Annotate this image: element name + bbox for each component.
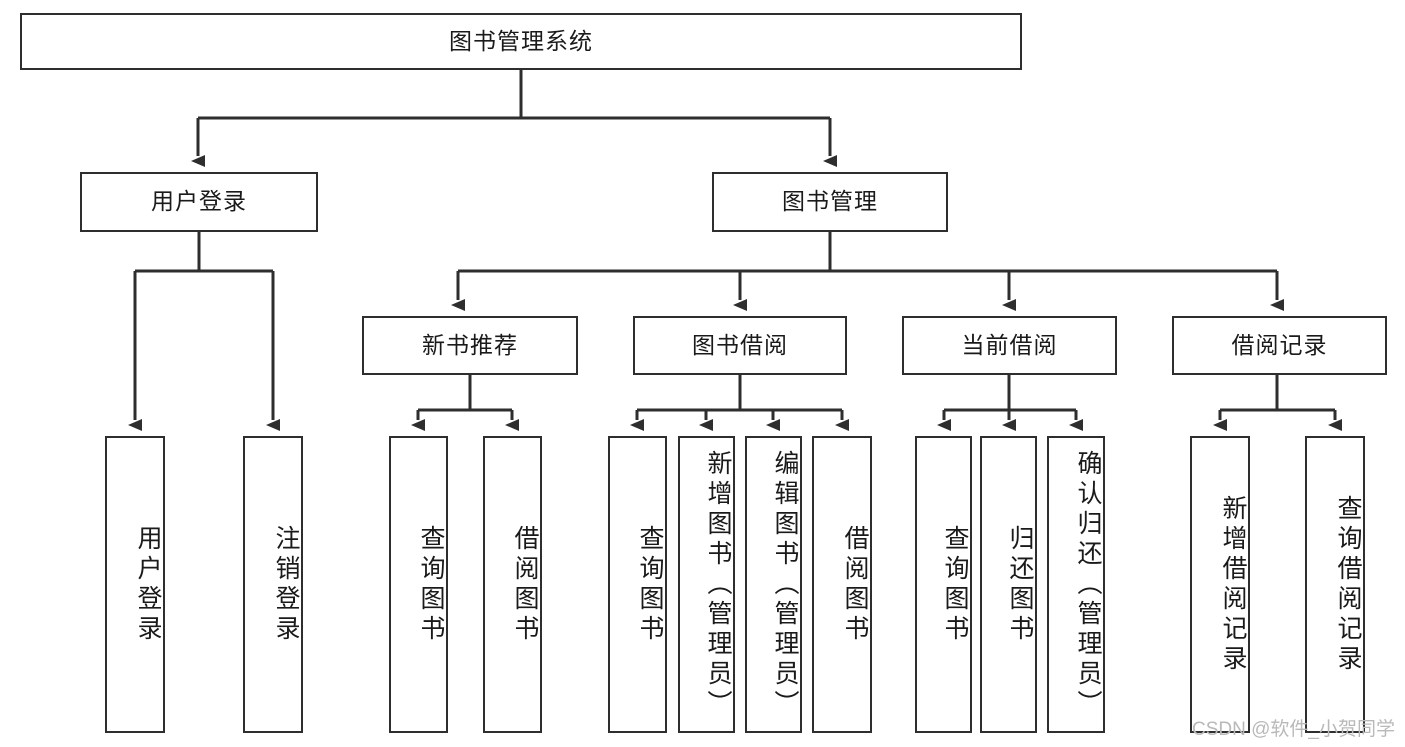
node-user-login[interactable]: 用户登录: [80, 172, 318, 232]
node-leaf-confirm-return-admin-label: 确认归还（管理员）: [1074, 449, 1102, 720]
node-book-management-label: 图书管理: [782, 188, 878, 215]
node-root[interactable]: 图书管理系统: [20, 13, 1022, 70]
node-leaf-edit-book-admin-label: 编辑图书（管理员）: [771, 449, 799, 720]
node-leaf-borrow-book-2[interactable]: 借阅图书: [812, 436, 872, 733]
node-leaf-add-borrow-record-label: 新增借阅记录: [1219, 494, 1247, 675]
node-leaf-borrow-book-2-label: 借阅图书: [841, 524, 869, 645]
node-leaf-query-book-2[interactable]: 查询图书: [608, 436, 667, 733]
node-leaf-query-book-1-label: 查询图书: [417, 524, 445, 645]
node-leaf-logout-login[interactable]: 注销登录: [243, 436, 303, 733]
node-leaf-query-borrow-record-label: 查询借阅记录: [1334, 494, 1362, 675]
node-leaf-return-book[interactable]: 归还图书: [980, 436, 1037, 733]
node-new-book-recommend[interactable]: 新书推荐: [362, 316, 578, 375]
node-borrow-records-label: 借阅记录: [1231, 331, 1328, 358]
node-leaf-logout-login-label: 注销登录: [272, 524, 300, 645]
node-leaf-borrow-book-1-label: 借阅图书: [511, 524, 539, 645]
node-leaf-return-book-label: 归还图书: [1006, 524, 1034, 645]
node-leaf-query-borrow-record[interactable]: 查询借阅记录: [1305, 436, 1365, 733]
node-leaf-query-book-1[interactable]: 查询图书: [389, 436, 448, 733]
node-root-label: 图书管理系统: [449, 27, 593, 54]
watermark: CSDN @软件_小贺同学: [1192, 719, 1395, 740]
node-current-borrow-label: 当前借阅: [961, 331, 1058, 358]
node-leaf-add-book-admin[interactable]: 新增图书（管理员）: [678, 436, 735, 733]
node-leaf-query-book-3[interactable]: 查询图书: [915, 436, 972, 733]
node-leaf-query-book-3-label: 查询图书: [941, 524, 969, 645]
node-leaf-add-borrow-record[interactable]: 新增借阅记录: [1190, 436, 1250, 733]
node-leaf-user-login-label: 用户登录: [134, 524, 162, 645]
node-new-book-recommend-label: 新书推荐: [422, 331, 518, 358]
node-leaf-confirm-return-admin[interactable]: 确认归还（管理员）: [1047, 436, 1105, 733]
node-leaf-query-book-2-label: 查询图书: [636, 524, 664, 645]
node-book-borrow-label: 图书借阅: [692, 331, 788, 358]
node-book-borrow[interactable]: 图书借阅: [633, 316, 847, 375]
node-leaf-user-login[interactable]: 用户登录: [105, 436, 165, 733]
node-user-login-label: 用户登录: [151, 188, 247, 215]
node-borrow-records[interactable]: 借阅记录: [1172, 316, 1387, 375]
node-leaf-edit-book-admin[interactable]: 编辑图书（管理员）: [745, 436, 802, 733]
node-leaf-borrow-book-1[interactable]: 借阅图书: [483, 436, 542, 733]
node-leaf-add-book-admin-label: 新增图书（管理员）: [704, 449, 732, 720]
node-current-borrow[interactable]: 当前借阅: [902, 316, 1117, 375]
node-book-management[interactable]: 图书管理: [712, 172, 948, 232]
